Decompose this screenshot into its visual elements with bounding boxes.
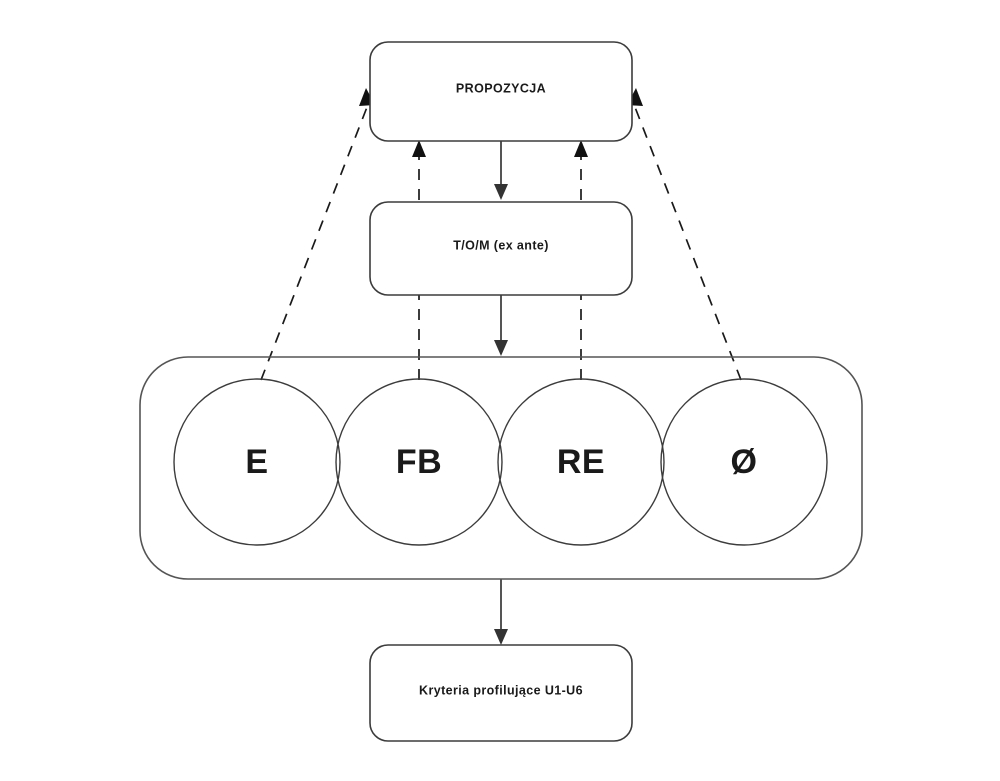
proposal-box-shape (369, 41, 633, 142)
modes-container-shape (139, 356, 863, 580)
tom-box-shape (369, 201, 633, 296)
circle-node-re[interactable]: RE (497, 378, 665, 546)
connector-tom-to-container (494, 295, 508, 356)
connector-null-to-proposal (627, 88, 742, 381)
circle-label-e: E (245, 443, 268, 481)
tom-label: T/O/M (ex ante) (453, 238, 549, 252)
circle-node-null[interactable]: Ø (660, 378, 828, 546)
connector-e-to-proposal (260, 88, 375, 381)
circle-shape-re (497, 378, 665, 546)
connector-re-to-proposal (574, 140, 588, 380)
circle-label-null: Ø (731, 443, 758, 481)
circle-node-e[interactable]: E (173, 378, 341, 546)
circle-label-re: RE (557, 443, 605, 481)
proposal-label: PROPOZYCJA (456, 81, 546, 95)
node-proposal[interactable]: PROPOZYCJA (369, 41, 633, 142)
node-criteria[interactable]: Kryteria profilujące U1-U6 (369, 644, 633, 742)
circle-shape-null (660, 378, 828, 546)
modes-container: E FB RE Ø (139, 356, 863, 580)
connector-container-to-criteria (494, 579, 508, 645)
criteria-box-shape (369, 644, 633, 742)
circle-shape-e (173, 378, 341, 546)
circle-node-fb[interactable]: FB (335, 378, 503, 546)
criteria-label: Kryteria profilujące U1-U6 (419, 683, 583, 697)
circle-label-fb: FB (396, 443, 442, 481)
connector-proposal-to-tom (494, 141, 508, 200)
connector-fb-to-proposal (412, 140, 426, 380)
node-tom[interactable]: T/O/M (ex ante) (369, 201, 633, 296)
circle-shape-fb (335, 378, 503, 546)
